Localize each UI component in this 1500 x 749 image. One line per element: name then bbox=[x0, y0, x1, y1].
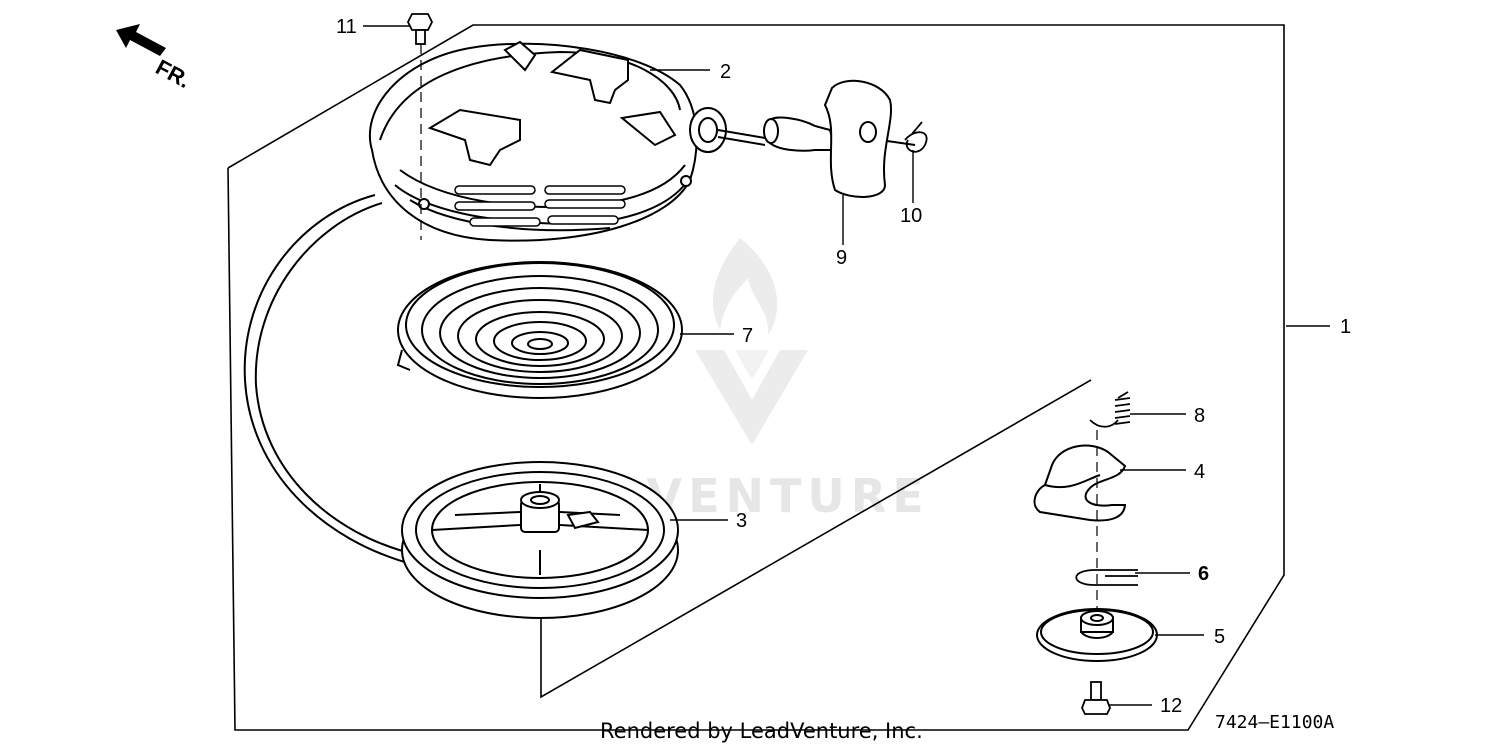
rope-knot bbox=[904, 121, 928, 153]
callout-1: 1 bbox=[1340, 316, 1351, 338]
callout-4: 4 bbox=[1194, 461, 1205, 483]
arrow-icon bbox=[116, 24, 166, 56]
starter-cover bbox=[368, 40, 727, 242]
ratchet-pawl bbox=[1033, 444, 1127, 522]
subassembly-outline bbox=[540, 379, 1092, 699]
assembly-outline bbox=[227, 24, 1285, 731]
starter-knob bbox=[763, 79, 892, 198]
friction-spring bbox=[1075, 569, 1138, 586]
direction-label: FR. bbox=[152, 54, 195, 93]
friction-plate bbox=[1036, 608, 1158, 662]
callout-11: 11 bbox=[336, 16, 357, 38]
callout-3: 3 bbox=[736, 510, 747, 532]
callout-8: 8 bbox=[1194, 405, 1205, 427]
callout-2: 2 bbox=[720, 61, 731, 83]
callout-10: 10 bbox=[900, 205, 922, 227]
diagram-reference-code: 7424—E1100A bbox=[1215, 712, 1334, 733]
recoil-spring bbox=[396, 261, 683, 399]
leader-lines bbox=[363, 25, 1330, 706]
callout-9: 9 bbox=[836, 247, 847, 269]
callout-12: 12 bbox=[1160, 695, 1182, 717]
flange-bolt-12 bbox=[1081, 681, 1111, 715]
starter-reel bbox=[401, 461, 679, 619]
flange-bolt-11 bbox=[406, 13, 434, 45]
watermark-logo bbox=[695, 238, 808, 445]
return-spring bbox=[1089, 391, 1131, 428]
callout-7: 7 bbox=[742, 325, 753, 347]
callout-5: 5 bbox=[1214, 626, 1225, 648]
credit-text: Rendered by LeadVenture, Inc. bbox=[600, 719, 923, 743]
callout-6: 6 bbox=[1198, 563, 1209, 585]
